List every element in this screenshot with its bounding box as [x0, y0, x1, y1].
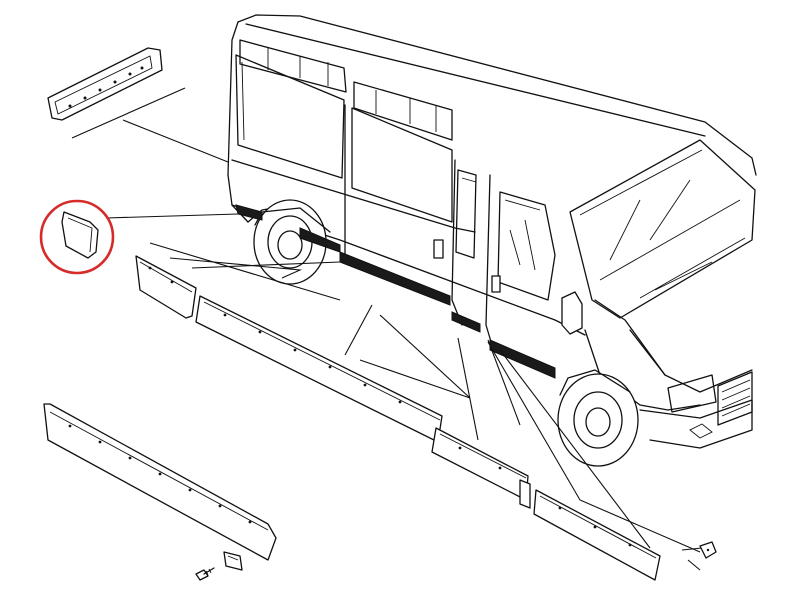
front-molding-part [533, 489, 661, 581]
rear-corner-trim-part [61, 211, 99, 259]
screw-part [195, 567, 215, 581]
highlight-circle [39, 199, 115, 275]
front-wheel [557, 369, 639, 467]
retaining-clip-part [699, 541, 717, 559]
rear-arch-molding-part [135, 255, 197, 319]
joint-piece-part [519, 479, 531, 509]
van-body [227, 14, 757, 467]
leader-lines [71, 87, 703, 571]
upper-rear-trim-part [47, 47, 163, 121]
lower-sill-panel-part [43, 403, 277, 561]
small-bracket-part [223, 551, 243, 571]
door-molding-part [431, 427, 529, 501]
center-side-molding-part [195, 295, 443, 443]
